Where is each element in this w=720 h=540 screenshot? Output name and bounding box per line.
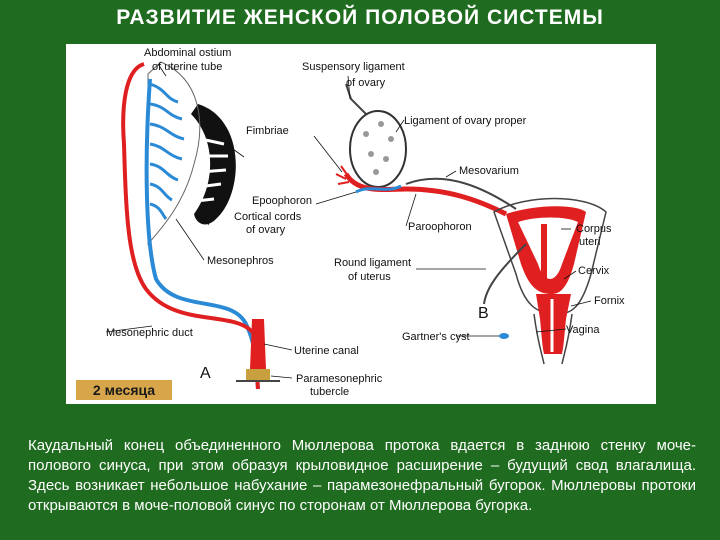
paramesonephric-duct	[123, 64, 258, 389]
month-badge: 2 месяца	[76, 380, 172, 400]
label-cervix: Cervix	[578, 265, 610, 277]
panel-b-letter: B	[478, 305, 489, 322]
label-uterine-canal: Uterine canal	[294, 345, 359, 357]
label-abdominal-ostium-2: of uterine tube	[152, 61, 222, 73]
label-cortical-2: of ovary	[246, 224, 286, 236]
label-cortical-1: Cortical cords	[234, 211, 302, 223]
mesonephros-outline	[148, 62, 200, 244]
gartners-cyst-shape	[499, 333, 509, 339]
label-fornix: Fornix	[594, 295, 625, 307]
label-suspensory-2: of ovary	[346, 77, 386, 89]
label-epoophoron: Epoophoron	[252, 195, 312, 207]
label-paroophoron: Paroophoron	[408, 221, 472, 233]
label-gartners-cyst: Gartner's cyst	[402, 331, 470, 343]
label-abdominal-ostium-1: Abdominal ostium	[144, 47, 231, 59]
mesonephric-tubules	[150, 84, 184, 219]
development-diagram: Abdominal ostium of uterine tube Suspens…	[66, 44, 656, 404]
label-mesonephric-duct: Mesonephric duct	[106, 327, 193, 339]
uterine-canal-shape	[250, 319, 266, 369]
page-title: РАЗВИТИЕ ЖЕНСКОЙ ПОЛОВОЙ СИСТЕМЫ	[0, 6, 720, 30]
ovary-shape	[191, 104, 236, 224]
paramesonephric-tubercle-shape	[246, 369, 270, 381]
label-paramesonephric-2: tubercle	[310, 386, 349, 398]
ovary-b	[350, 111, 406, 187]
caption-text: Каудальный конец объединенного Мюллерова…	[28, 436, 696, 516]
label-round-ligament-2: of uterus	[348, 271, 391, 283]
label-mesovarium: Mesovarium	[459, 165, 519, 177]
label-corpus-1: Corpus	[576, 223, 612, 235]
label-vagina: Vagina	[566, 324, 600, 336]
embryology-figure: Abdominal ostium of uterine tube Suspens…	[66, 44, 656, 404]
label-mesonephros: Mesonephros	[207, 255, 274, 267]
label-paramesonephric-1: Paramesonephric	[296, 373, 383, 385]
label-round-ligament-1: Round ligament	[334, 257, 411, 269]
label-corpus-2: uteri	[579, 236, 600, 248]
label-ligament-ovary: Ligament of ovary proper	[404, 115, 527, 127]
label-suspensory-1: Suspensory ligament	[302, 61, 405, 73]
panel-a-letter: A	[200, 365, 211, 382]
label-fimbriae: Fimbriae	[246, 125, 289, 137]
